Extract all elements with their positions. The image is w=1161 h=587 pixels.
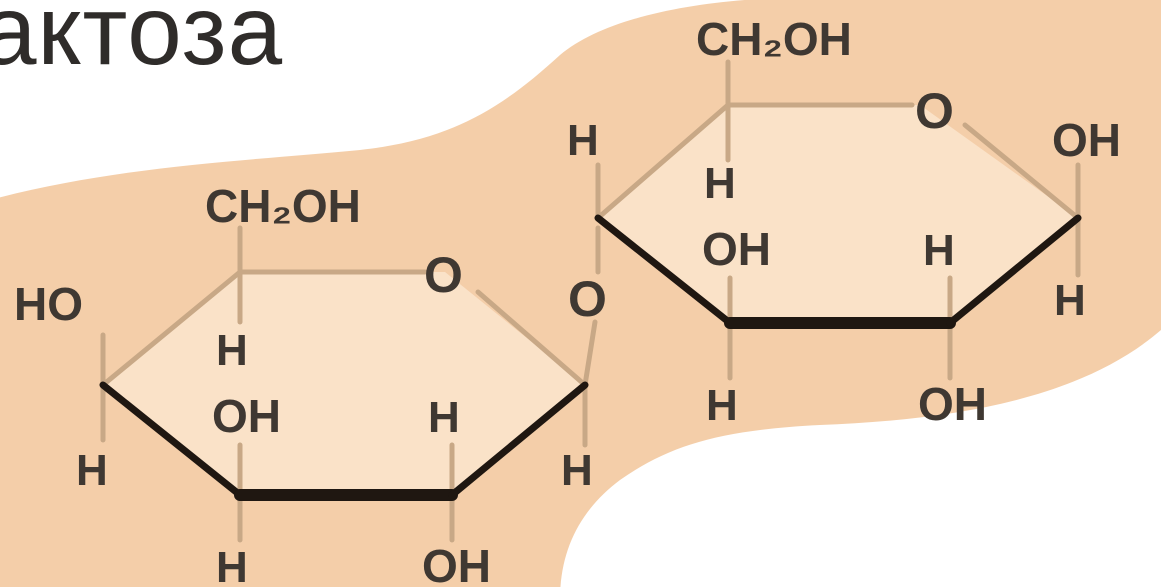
left-c4-ho-label: HO — [14, 278, 83, 330]
right-c3-h-label: H — [706, 381, 738, 430]
left-c5-h-label: H — [216, 326, 248, 375]
left-c3-oh-label: OH — [212, 390, 281, 442]
right-ring-fill — [598, 105, 1078, 325]
right-ring-oxygen-label: O — [915, 83, 954, 139]
left-bond-o-c1 — [475, 289, 588, 388]
glycosidic-bond-lower — [582, 319, 598, 388]
right-c3-oh-label: OH — [702, 223, 771, 275]
left-c1-h-label: H — [561, 446, 593, 495]
right-bond-o-c1 — [962, 122, 1081, 221]
right-c4-h-label: H — [567, 116, 599, 165]
left-ring-oxygen-label: O — [424, 247, 463, 303]
page-title: актоза — [0, 0, 283, 85]
left-ring-fill — [103, 272, 585, 497]
right-c1-oh-label: OH — [1052, 114, 1121, 166]
left-bond-c2-c1 — [448, 381, 589, 499]
right-c1-h-label: H — [1054, 276, 1086, 325]
right-ch2oh-label: CH₂OH — [696, 13, 852, 65]
left-bond-c4-c5 — [100, 269, 243, 388]
right-c2-oh-label: OH — [918, 378, 987, 430]
right-c5-h-label: H — [704, 159, 736, 208]
right-bond-c4-c3 — [594, 214, 734, 327]
right-bond-c2-c1 — [946, 214, 1082, 327]
right-bond-c1-c5 — [595, 102, 731, 221]
left-c2-h-label: H — [428, 393, 460, 442]
right-c2-h-label: H — [923, 226, 955, 275]
glycosidic-oxygen-label: O — [568, 271, 607, 327]
left-ch2oh-label: CH₂OH — [205, 180, 361, 232]
left-bond-c4-c3 — [99, 381, 244, 499]
left-c2-oh-label: OH — [422, 540, 491, 587]
left-c3-h-label: H — [216, 543, 248, 587]
left-c4-h-label: H — [76, 446, 108, 495]
